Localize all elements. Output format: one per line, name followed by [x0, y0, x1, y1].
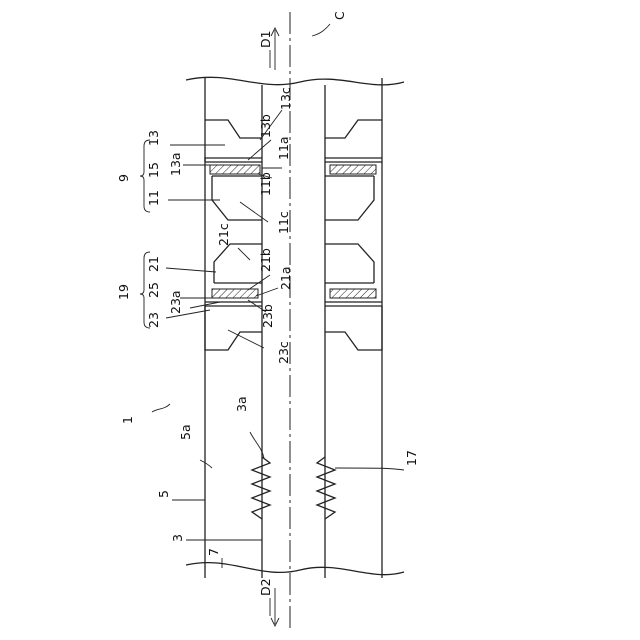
race-23c-left: [205, 306, 262, 350]
race-11-left: [212, 176, 262, 220]
race-11-right: [325, 176, 374, 220]
label-3: 3: [170, 534, 185, 542]
label-15: 15: [146, 162, 161, 178]
label-c: C: [332, 11, 347, 20]
label-d1: D1: [258, 30, 273, 48]
race-21-left: [214, 244, 262, 283]
label-21b: 21b: [258, 248, 273, 272]
race-23-right: [325, 302, 382, 306]
bellows-left: [252, 457, 270, 519]
label-1: 1: [120, 416, 135, 424]
label-11a: 11a: [276, 136, 291, 160]
label-7: 7: [206, 548, 221, 556]
label-23: 23: [146, 312, 161, 328]
label-23a: 23a: [168, 290, 183, 314]
label-23b: 23b: [260, 304, 275, 328]
label-13b: 13b: [258, 114, 273, 138]
label-25: 25: [146, 282, 161, 298]
rolling-element-15-right: [330, 165, 376, 174]
label-5: 5: [156, 490, 171, 498]
label-11c: 11c: [276, 211, 291, 234]
rolling-element-25-left: [212, 289, 258, 298]
race-21-right: [325, 244, 374, 283]
label-13c: 13c: [278, 87, 293, 110]
label-5a: 5a: [178, 424, 193, 440]
label-11: 11: [146, 190, 161, 206]
label-21a: 21a: [278, 266, 293, 290]
race-23c-right: [325, 306, 382, 350]
label-13: 13: [146, 130, 161, 146]
labels: C D1 D2 1 3 3a 5 5a 7 9 11 11a 11b 11c 1…: [116, 11, 419, 596]
label-21: 21: [146, 256, 161, 272]
label-3a: 3a: [234, 396, 249, 412]
label-19: 19: [116, 284, 131, 300]
race-13-right: [325, 120, 382, 162]
label-11b: 11b: [258, 172, 273, 196]
label-23c: 23c: [276, 341, 291, 364]
label-21c: 21c: [216, 223, 231, 246]
rolling-element-25-right: [330, 289, 376, 298]
rolling-element-15-left: [210, 165, 260, 174]
label-9: 9: [116, 174, 131, 182]
bellows-right: [317, 457, 335, 519]
top-break-line: [186, 77, 404, 85]
label-17: 17: [404, 450, 419, 466]
label-13a: 13a: [168, 152, 183, 176]
bottom-break-line: [186, 563, 404, 575]
label-d2: D2: [258, 578, 273, 596]
